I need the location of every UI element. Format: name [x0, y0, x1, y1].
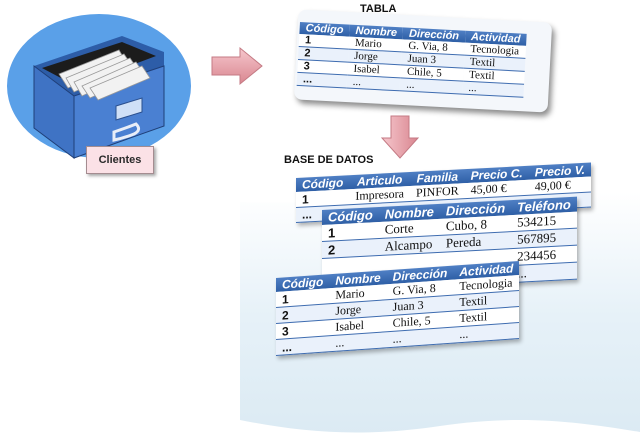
- table-cell: ...: [296, 72, 348, 89]
- column-header: Código: [296, 175, 350, 192]
- table-cell: ...: [511, 262, 577, 283]
- column-header: Código: [322, 207, 379, 225]
- table-cell: ...: [329, 331, 387, 352]
- table-cell: ...: [399, 77, 463, 95]
- tabla-label: TABLA: [360, 3, 397, 15]
- table-cell: ...: [462, 81, 525, 98]
- arrow-down-icon: [380, 114, 420, 165]
- arrow-right-icon: [210, 46, 264, 91]
- column-header: Nombre: [378, 203, 440, 223]
- base-de-datos-label: BASE DE DATOS: [284, 154, 374, 166]
- table-cell: ...: [276, 335, 330, 356]
- table-cell: ...: [346, 75, 401, 91]
- clientes-label: Clientes: [86, 146, 154, 174]
- file-cabinet-icon: [4, 8, 194, 168]
